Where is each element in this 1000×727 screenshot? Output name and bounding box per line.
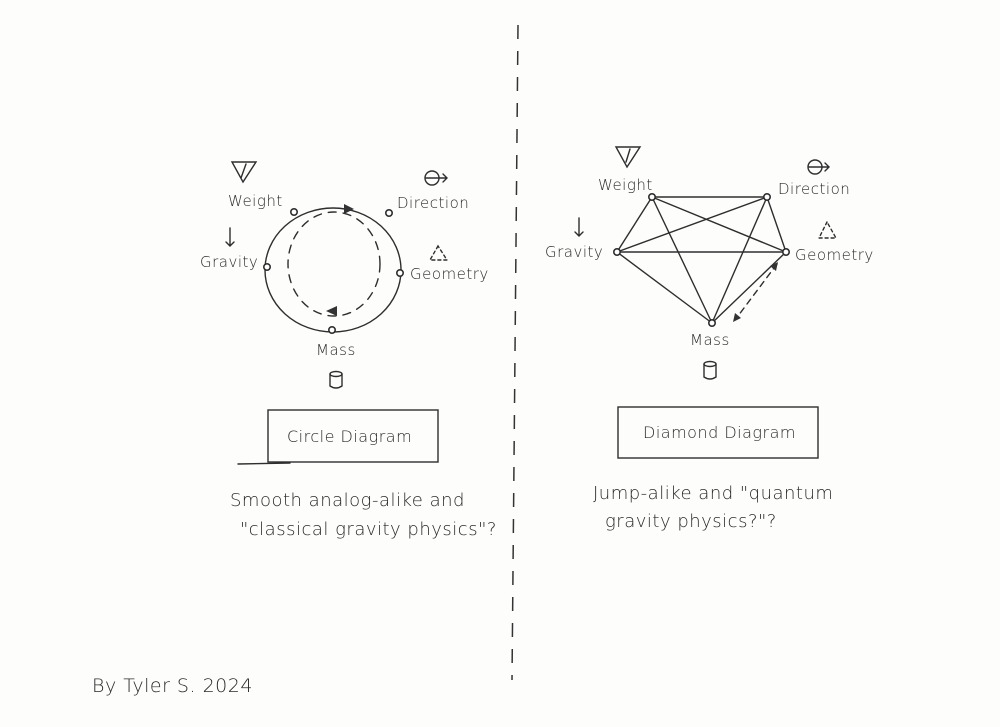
edge bbox=[616, 251, 713, 324]
node-label: Mass bbox=[316, 341, 356, 359]
geometry-triangle-icon bbox=[428, 244, 449, 261]
gravity-arrow-icon bbox=[225, 227, 235, 247]
mass-cylinder-icon bbox=[703, 360, 717, 380]
edge bbox=[651, 196, 787, 253]
weight-triangle-icon bbox=[614, 146, 642, 169]
edge bbox=[616, 196, 653, 253]
mass-cylinder-icon bbox=[329, 370, 343, 389]
node-label: Weight bbox=[598, 176, 653, 194]
gravity-arrow-icon bbox=[574, 217, 584, 237]
weight-triangle-icon bbox=[230, 161, 258, 184]
direction-icon bbox=[807, 159, 830, 175]
node-gravity bbox=[612, 248, 621, 257]
circle-caption-line-1: Smooth analog-alike and bbox=[230, 490, 465, 511]
node-label: Gravity bbox=[545, 243, 603, 261]
node-direction bbox=[762, 193, 771, 202]
diamond-caption-line-1: Jump-alike and "quantum bbox=[593, 483, 833, 504]
edge bbox=[766, 196, 787, 253]
diamond-diagram-box bbox=[617, 406, 819, 459]
box-underline bbox=[237, 462, 291, 465]
node-label: Geometry bbox=[410, 265, 489, 283]
geometry-triangle-icon bbox=[817, 220, 838, 239]
circle-caption-line-2: "classical gravity physics"? bbox=[240, 519, 497, 540]
node-geometry bbox=[781, 248, 790, 257]
edge bbox=[711, 251, 787, 324]
node-label: Direction bbox=[397, 194, 469, 212]
direction-icon bbox=[424, 170, 448, 186]
node-label: Mass bbox=[690, 331, 730, 349]
dashed-inner-loop bbox=[287, 211, 381, 317]
node-weight bbox=[647, 193, 656, 202]
node-weight bbox=[289, 208, 298, 217]
node-label: Gravity bbox=[200, 253, 258, 271]
node-label: Direction bbox=[778, 180, 850, 198]
diamond-diagram-label: Diamond Diagram bbox=[643, 423, 796, 442]
circle-diagram-label: Circle Diagram bbox=[287, 427, 412, 446]
node-gravity bbox=[262, 262, 271, 271]
node-direction bbox=[384, 209, 393, 218]
arrowhead-icon bbox=[733, 262, 778, 322]
node-mass bbox=[327, 325, 336, 334]
dashed-double-arrow bbox=[734, 263, 778, 321]
signature: By Tyler S. 2024 bbox=[92, 675, 253, 697]
arrowhead-icon bbox=[344, 204, 354, 214]
node-mass bbox=[707, 318, 716, 327]
node-geometry bbox=[395, 268, 404, 277]
edge bbox=[616, 196, 768, 253]
edge bbox=[651, 196, 713, 324]
dashed-divider bbox=[511, 24, 519, 681]
node-label: Geometry bbox=[795, 246, 874, 264]
node-label: Weight bbox=[228, 192, 283, 210]
edge bbox=[711, 196, 768, 324]
circle-diagram-box bbox=[267, 409, 439, 463]
diamond-caption-line-2: gravity physics?"? bbox=[605, 511, 777, 532]
arrowhead-icon bbox=[326, 306, 337, 316]
